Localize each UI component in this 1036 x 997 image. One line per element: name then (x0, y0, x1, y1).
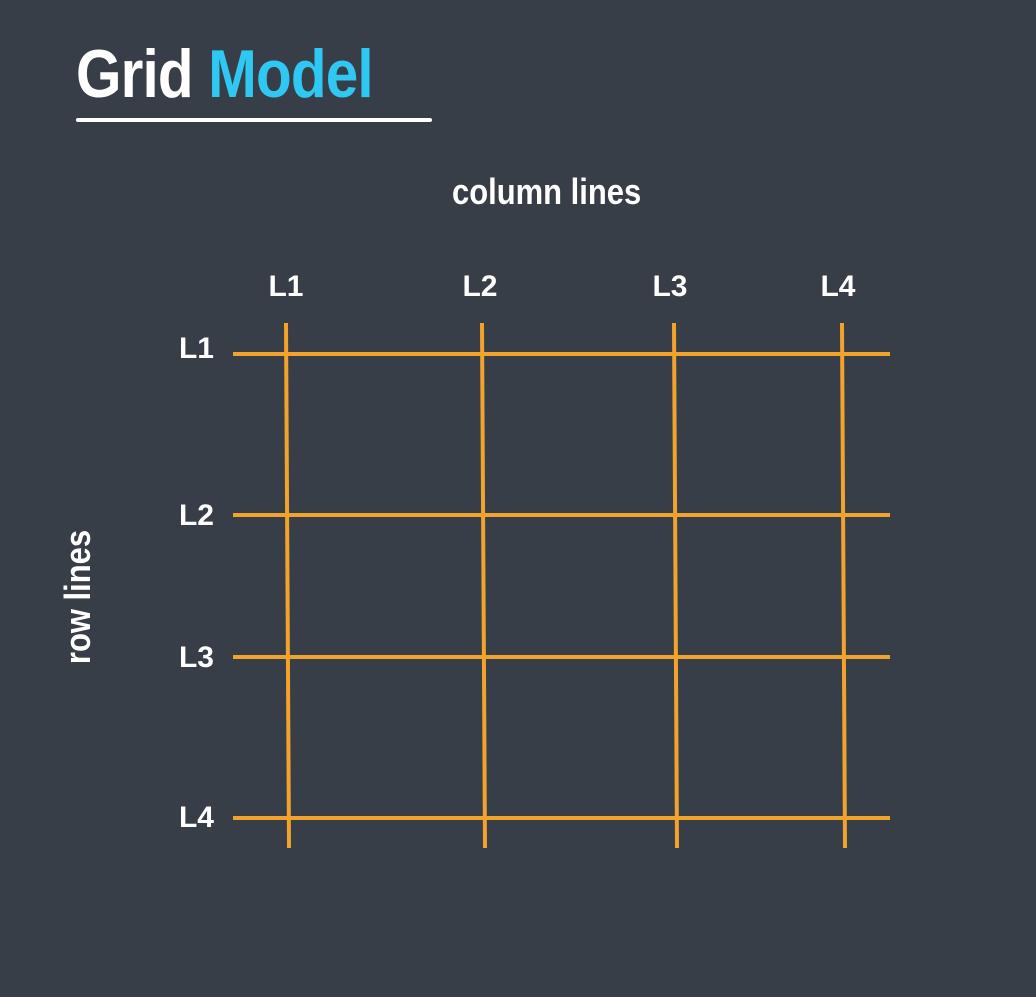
column-label-2: L2 (462, 270, 497, 303)
column-label-4: L4 (820, 270, 855, 303)
row-labels-group: L1 L2 L3 L4 (179, 332, 214, 834)
column-label-3: L3 (652, 270, 687, 303)
row-label-3: L3 (179, 641, 214, 674)
column-label-1: L1 (268, 270, 303, 303)
row-label-2: L2 (179, 499, 214, 532)
column-line-2 (480, 322, 487, 849)
column-lines-group (284, 322, 847, 849)
row-lines-group (233, 352, 890, 820)
row-label-1: L1 (179, 332, 214, 365)
column-lines-caption: column lines (452, 171, 642, 212)
column-line-3 (672, 322, 679, 849)
title-underline (76, 118, 432, 122)
column-line-4 (840, 322, 847, 849)
row-label-4: L4 (179, 801, 214, 834)
page-title: Grid Model (76, 34, 374, 114)
column-line-1 (284, 322, 291, 849)
title-word-grid: Grid (76, 36, 194, 112)
column-labels-group: L1 L2 L3 L4 (268, 270, 855, 303)
title-word-model: Model (208, 36, 373, 112)
